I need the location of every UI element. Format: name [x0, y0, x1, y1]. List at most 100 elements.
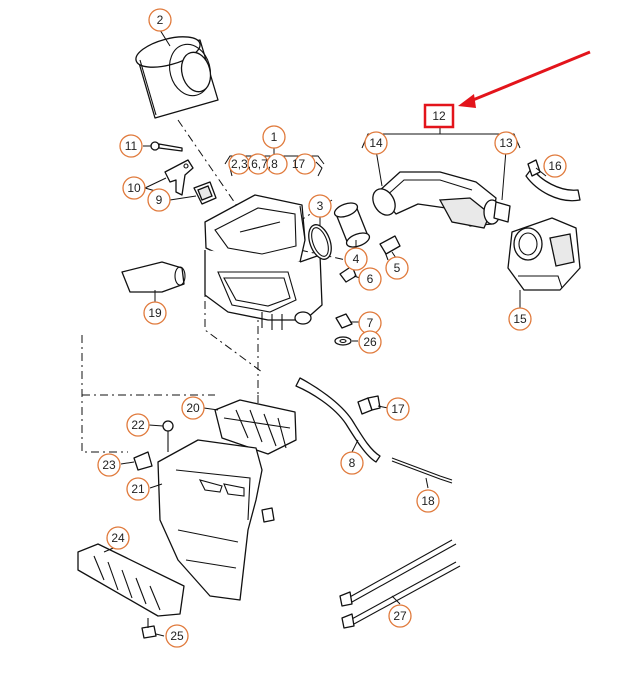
callout-number: 17	[391, 402, 405, 416]
clip-9	[193, 181, 217, 205]
callout-circle	[262, 125, 286, 149]
callout-14: 14	[364, 131, 388, 155]
callout-circle	[364, 131, 388, 155]
callout-number: 14	[369, 136, 383, 150]
intake-hose-12	[372, 171, 501, 229]
group-1-ring	[266, 153, 288, 175]
callout-circle	[126, 413, 150, 437]
callout-number: 2	[157, 13, 164, 27]
callout-25: 25	[165, 624, 189, 648]
bolt-5	[379, 235, 401, 261]
clamp-13	[493, 201, 511, 223]
callout-number: 25	[170, 629, 184, 643]
callout-number: 19	[148, 306, 162, 320]
callout-circle	[340, 451, 364, 475]
callout-3: 3	[308, 194, 332, 218]
callout-circle	[126, 477, 150, 501]
callout-number: 24	[111, 531, 125, 545]
callout-9: 9	[147, 188, 171, 212]
callout-circle	[106, 526, 130, 550]
callout-circle	[543, 154, 567, 178]
callout-number: 4	[353, 252, 360, 266]
callout-circle	[181, 396, 205, 420]
callout-circle	[97, 453, 121, 477]
callout-circle	[416, 489, 440, 513]
callout-circle	[148, 8, 172, 32]
callout-22: 22	[126, 413, 150, 437]
callout-number: 22	[131, 418, 145, 432]
red-arrow-icon	[458, 50, 591, 108]
callout-circle	[119, 134, 143, 158]
callout-17: 17	[386, 397, 410, 421]
callout-circle	[165, 624, 189, 648]
callout-10: 10	[122, 176, 146, 200]
callout-1: 1	[262, 125, 286, 149]
callout-number: 5	[394, 261, 401, 275]
callout-26: 26	[358, 330, 382, 354]
callout-18: 18	[416, 489, 440, 513]
callout-number: 11	[125, 139, 138, 153]
callout-11: 11	[119, 134, 143, 158]
intake-snorkel-19	[121, 261, 186, 293]
nut-7	[335, 313, 353, 329]
screw-22	[162, 420, 174, 452]
callout-circle	[358, 330, 382, 354]
throttle-body-15	[507, 217, 581, 291]
callout-number: 27	[393, 609, 407, 623]
o-ring-3	[308, 224, 332, 260]
callout-circle	[385, 256, 409, 280]
callout-number: 26	[363, 335, 377, 349]
filter-element-20	[214, 399, 297, 455]
clip-17	[357, 395, 381, 415]
callout-number: 3	[317, 199, 324, 213]
hose-8	[295, 377, 381, 463]
cable-ties-27	[339, 539, 461, 629]
callout-2: 2	[148, 8, 172, 32]
callout-number: 8	[349, 456, 356, 470]
grille-24	[77, 543, 185, 617]
bracket-23	[133, 451, 153, 471]
grommet-6	[339, 265, 357, 283]
callout-6: 6	[358, 267, 382, 291]
callout-circle	[344, 247, 368, 271]
callout-number: 23	[102, 458, 116, 472]
callout-number: 13	[499, 136, 513, 150]
breather-hose-16	[525, 159, 581, 202]
air-filter-element	[135, 36, 219, 119]
connector-4	[333, 202, 371, 248]
group-1-ring	[294, 153, 316, 175]
callout-circle	[386, 397, 410, 421]
air-filter-housing	[204, 194, 323, 330]
callout-circle	[358, 267, 382, 291]
callout-number: 6	[367, 272, 374, 286]
callout-8: 8	[340, 451, 364, 475]
callout-23: 23	[97, 453, 121, 477]
callout-number: 16	[548, 159, 562, 173]
callout-number: 1	[271, 130, 278, 144]
callout-13: 13	[494, 131, 518, 155]
callout-number: 7	[367, 316, 374, 330]
callout-15: 15	[508, 307, 532, 331]
callout-circle	[308, 194, 332, 218]
callout-number: 9	[156, 193, 163, 207]
callout-16: 16	[543, 154, 567, 178]
lower-housing-21	[157, 439, 275, 601]
callout-circle	[122, 176, 146, 200]
callout-number: 21	[131, 482, 145, 496]
callout-number: 20	[186, 401, 200, 415]
screw-25	[141, 618, 157, 639]
callout-number: 15	[513, 312, 527, 326]
callout-21: 21	[126, 477, 150, 501]
washer-26	[334, 336, 352, 346]
highlight-box	[423, 103, 455, 129]
callout-27: 27	[388, 604, 412, 628]
highlighted-part-12: 12	[423, 50, 591, 129]
leader-lines	[103, 29, 547, 637]
highlight-label: 12	[432, 109, 446, 123]
callout-4: 4	[344, 247, 368, 271]
